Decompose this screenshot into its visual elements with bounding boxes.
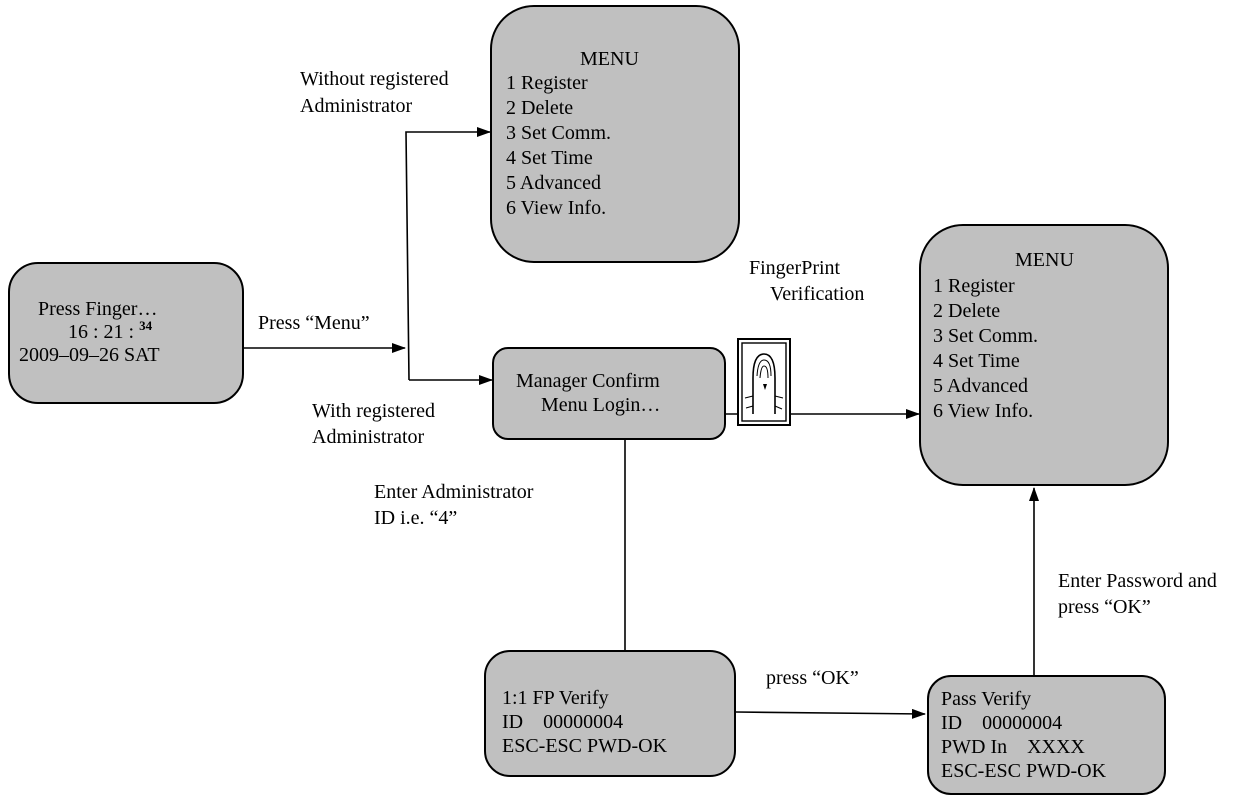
label-press-menu: Press “Menu” bbox=[258, 312, 370, 334]
start-screen-time: 16 : 21 : 34 bbox=[68, 318, 153, 343]
menu-item: 2 Delete bbox=[933, 300, 1001, 322]
menu-item: 3 Set Comm. bbox=[933, 325, 1039, 347]
label-fp-verification: Verification bbox=[770, 283, 865, 305]
fingerprint-scanner-icon bbox=[737, 338, 791, 426]
pass-verify-box: Pass Verify ID 00000004 PWD In XXXX ESC-… bbox=[927, 675, 1166, 795]
label-press-ok: press “OK” bbox=[766, 667, 859, 689]
menu-item: 3 Set Comm. bbox=[506, 122, 612, 144]
manager-confirm-line1: Manager Confirm bbox=[516, 370, 660, 392]
pass-verify-line1: Pass Verify bbox=[941, 688, 1032, 710]
menu-item: 2 Delete bbox=[506, 97, 574, 119]
label-without-admin: Administrator bbox=[300, 95, 413, 117]
menu-title: MENU bbox=[1015, 249, 1074, 271]
menu-item: 6 View Info. bbox=[506, 197, 607, 219]
menu-item: 5 Advanced bbox=[506, 172, 601, 194]
label-fp-verification: FingerPrint bbox=[749, 257, 841, 279]
manager-confirm-box: Manager Confirm Menu Login… bbox=[492, 347, 726, 440]
start-screen-prompt: Press Finger… bbox=[38, 298, 158, 320]
menu-item: 4 Set Time bbox=[506, 147, 593, 169]
menu-item: 5 Advanced bbox=[933, 375, 1028, 397]
menu-item: 4 Set Time bbox=[933, 350, 1020, 372]
pass-verify-line3: PWD In XXXX bbox=[941, 736, 1085, 758]
pass-verify-line2: ID 00000004 bbox=[941, 712, 1063, 734]
label-enter-admin-id: ID i.e. “4” bbox=[374, 507, 458, 529]
start-screen-date: 2009–09–26 SAT bbox=[19, 344, 160, 366]
menu-item: 1 Register bbox=[506, 72, 588, 94]
label-without-admin: Without registered bbox=[300, 68, 449, 90]
label-with-admin: With registered bbox=[312, 400, 436, 422]
fp-verify-line2: ID 00000004 bbox=[502, 711, 624, 733]
arrow-without-admin bbox=[405, 127, 491, 381]
start-screen-box: Press Finger… 16 : 21 : 34 2009–09–26 SA… bbox=[8, 262, 244, 404]
arrow-press-ok bbox=[735, 708, 926, 719]
fp-verify-line1: 1:1 FP Verify bbox=[502, 687, 609, 709]
label-enter-password: press “OK” bbox=[1058, 596, 1151, 618]
fp-verify-box: 1:1 FP Verify ID 00000004 ESC-ESC PWD-OK bbox=[484, 650, 736, 777]
label-enter-admin-id: Enter Administrator bbox=[374, 481, 534, 503]
menu-item: 6 View Info. bbox=[933, 400, 1034, 422]
start-screen-seconds: 34 bbox=[139, 318, 153, 333]
menu-item: 1 Register bbox=[933, 275, 1015, 297]
label-enter-password: Enter Password and bbox=[1058, 570, 1217, 592]
manager-confirm-line2: Menu Login… bbox=[541, 394, 661, 416]
menu-box-top: MENU 1 Register 2 Delete 3 Set Comm. 4 S… bbox=[490, 5, 740, 263]
menu-title: MENU bbox=[580, 48, 639, 70]
menu-box-right: MENU 1 Register 2 Delete 3 Set Comm. 4 S… bbox=[919, 224, 1169, 486]
label-with-admin: Administrator bbox=[312, 426, 425, 448]
fp-verify-line3: ESC-ESC PWD-OK bbox=[502, 735, 668, 757]
pass-verify-line4: ESC-ESC PWD-OK bbox=[941, 760, 1107, 782]
